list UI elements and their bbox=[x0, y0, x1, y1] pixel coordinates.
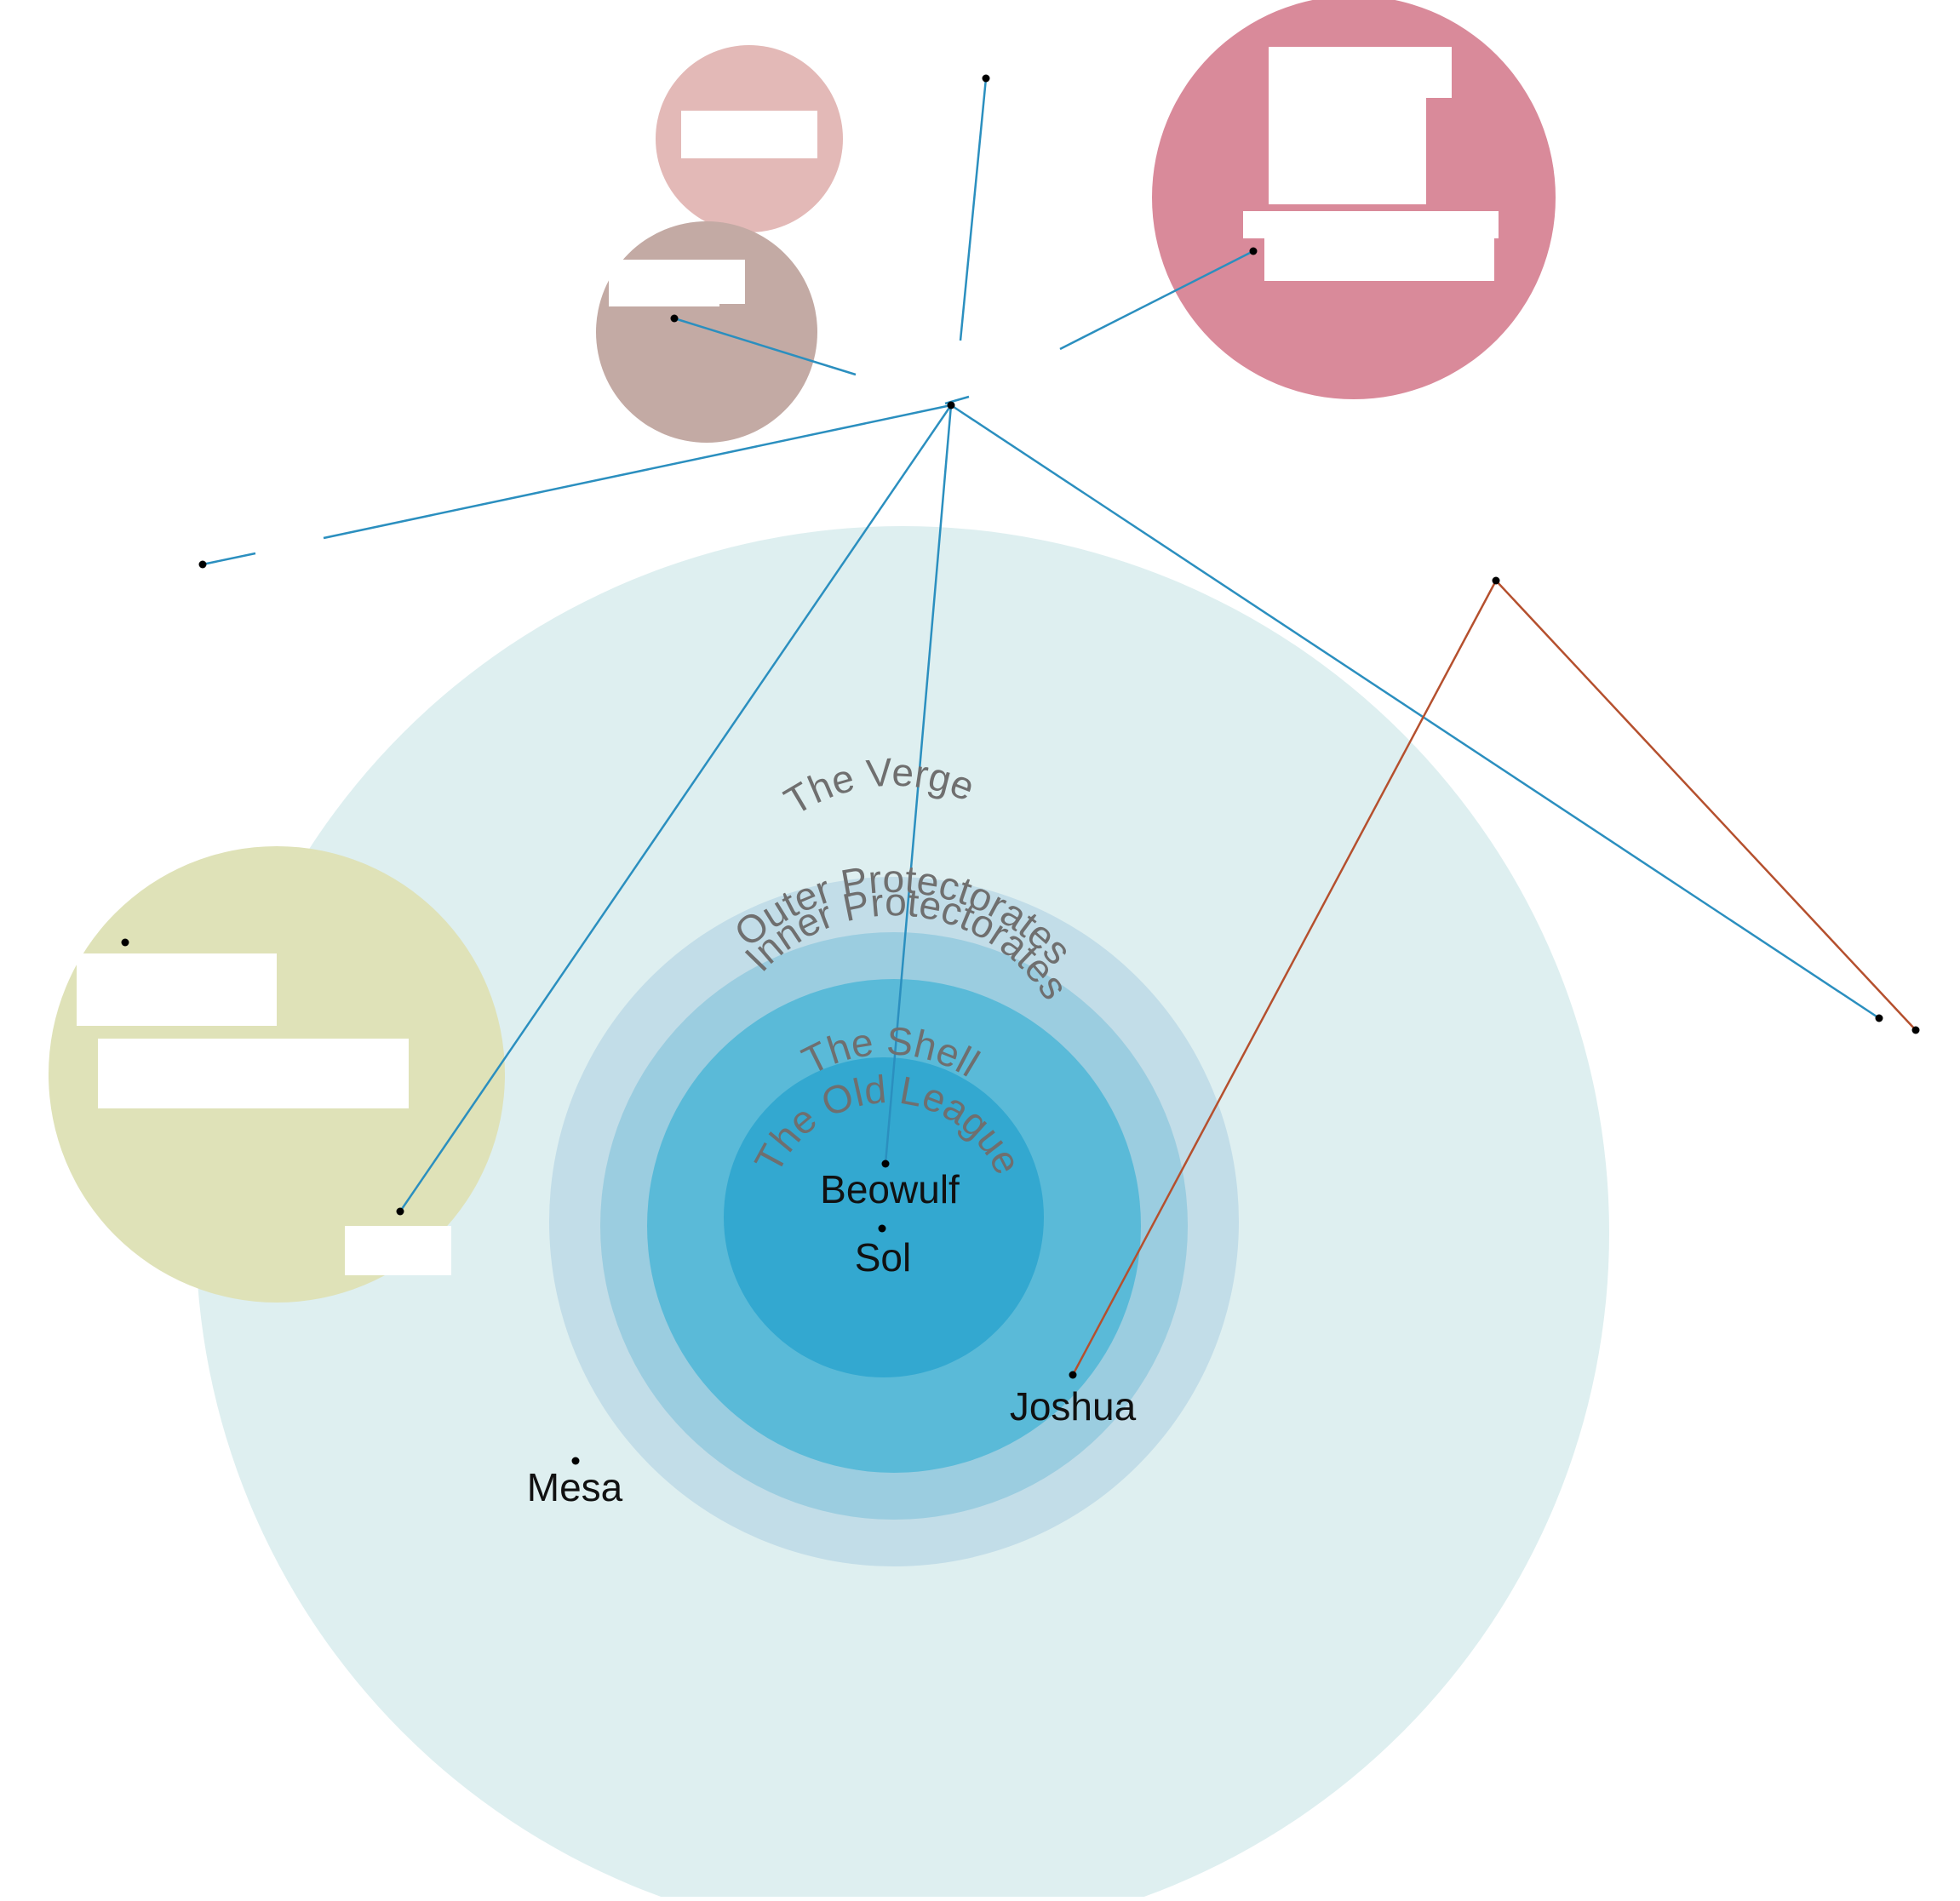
node-dot bbox=[982, 74, 990, 83]
redaction-box bbox=[345, 1226, 451, 1275]
node-dot bbox=[947, 401, 955, 409]
beowulf-dot bbox=[881, 1159, 890, 1168]
blue-connector-lines bbox=[202, 77, 1880, 1212]
connector-line bbox=[884, 404, 953, 1165]
node-dot bbox=[1875, 1014, 1883, 1022]
connector-line bbox=[673, 317, 857, 376]
connector-line bbox=[398, 404, 953, 1212]
redaction-box bbox=[1269, 47, 1452, 98]
joshua-label: Joshua bbox=[1010, 1384, 1137, 1429]
connector-line bbox=[323, 404, 952, 540]
connector-line bbox=[950, 404, 1880, 1020]
old-league-zone bbox=[724, 1057, 1044, 1377]
mesa-dot bbox=[571, 1457, 580, 1465]
node-dot bbox=[1911, 1026, 1920, 1034]
redaction-box bbox=[98, 1039, 409, 1108]
redaction-box bbox=[1264, 230, 1494, 281]
connector-line bbox=[959, 77, 988, 341]
node-dot bbox=[198, 560, 207, 569]
redaction-box bbox=[609, 289, 719, 306]
connector-line bbox=[1059, 249, 1254, 351]
node-dot bbox=[670, 314, 679, 323]
redaction-box bbox=[1269, 94, 1426, 204]
mauve-region-bubble bbox=[596, 221, 817, 443]
node-dots bbox=[121, 74, 1920, 1465]
connector-line bbox=[202, 552, 256, 566]
node-dot bbox=[396, 1207, 404, 1216]
sol-dot bbox=[878, 1224, 886, 1233]
redaction-box bbox=[681, 111, 817, 158]
redaction-box bbox=[77, 953, 277, 1026]
joshua-dot bbox=[1069, 1371, 1077, 1379]
node-dot bbox=[121, 938, 129, 947]
mesa-label: Mesa bbox=[527, 1465, 623, 1509]
beowulf-label: Beowulf bbox=[820, 1167, 960, 1211]
sol-label: Sol bbox=[855, 1235, 911, 1280]
node-dot bbox=[1249, 247, 1258, 255]
node-dot bbox=[1492, 576, 1500, 585]
